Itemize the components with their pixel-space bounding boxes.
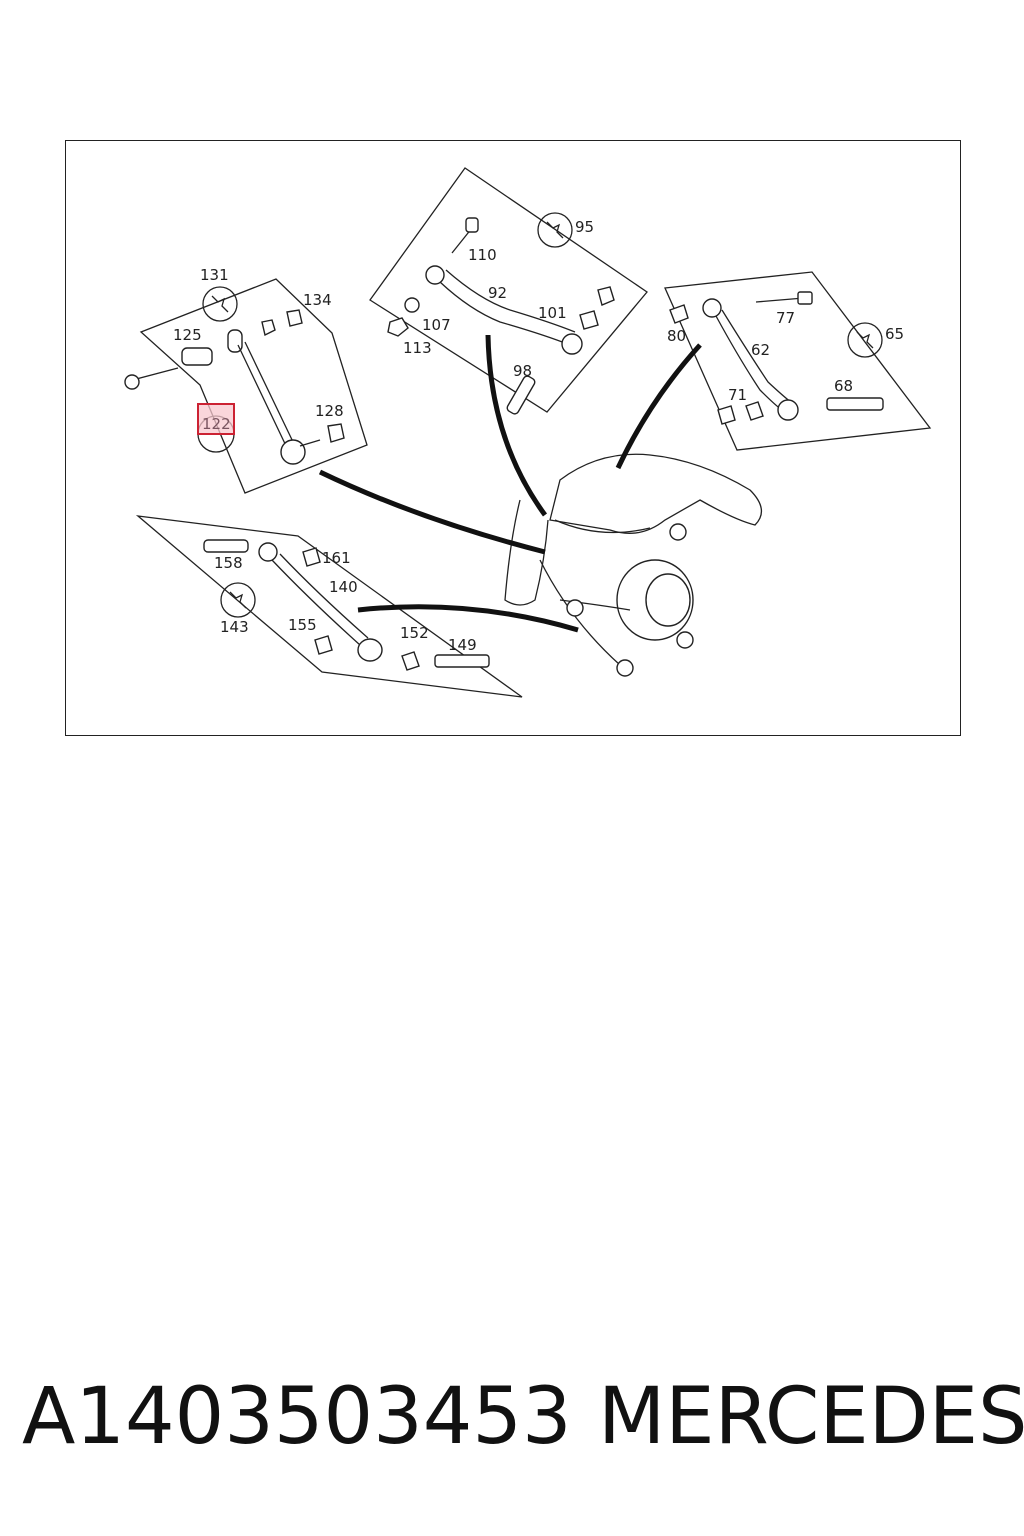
callout-71: 71	[728, 386, 747, 404]
wrench-icon	[202, 286, 238, 322]
panel-top-left	[139, 278, 368, 494]
stabilizer-link-assembly	[124, 309, 345, 465]
wrench-icon-143	[220, 582, 256, 618]
callout-77: 77	[776, 309, 795, 327]
arrow-from-top-left	[318, 469, 546, 555]
callout-110: 110	[468, 246, 497, 264]
arrow-from-top-right	[615, 343, 702, 470]
callout-140: 140	[329, 578, 358, 596]
panel-top-right	[664, 271, 932, 451]
panel-bottom-left	[135, 515, 523, 698]
callout-155: 155	[288, 616, 317, 634]
callout-122: 122	[202, 415, 231, 433]
wheel-carrier-assembly	[504, 453, 762, 677]
brand-name: MERCEDES	[598, 1372, 1024, 1462]
callout-80: 80	[667, 327, 686, 345]
wrench-icon-95	[537, 212, 573, 248]
callout-158: 158	[214, 554, 243, 572]
callout-152: 152	[400, 624, 429, 642]
control-arm-assembly	[387, 217, 615, 415]
callout-62: 62	[751, 341, 770, 359]
callout-161: 161	[322, 549, 351, 567]
wrench-glyph	[211, 295, 229, 313]
callout-65: 65	[885, 325, 904, 343]
parts-diagram: 131 134 125 128 122 110 95 92 101 107 11…	[124, 167, 932, 698]
highlight-box-122	[197, 403, 235, 435]
diagram-frame	[65, 140, 961, 736]
callout-98: 98	[513, 362, 532, 380]
callout-143: 143	[220, 618, 249, 636]
callout-149: 149	[448, 636, 477, 654]
arrow-from-top-center	[485, 334, 548, 517]
part-number: A1403503453	[22, 1372, 572, 1462]
wrench-icon-65	[847, 322, 883, 358]
callout-107: 107	[422, 316, 451, 334]
callout-128: 128	[315, 402, 344, 420]
panel-top-center	[369, 167, 648, 413]
callout-113: 113	[403, 339, 432, 357]
trailing-arm-assembly	[669, 291, 884, 425]
callout-131: 131	[200, 266, 229, 284]
callout-92: 92	[488, 284, 507, 302]
tie-rod-assembly	[203, 539, 490, 671]
callout-101: 101	[538, 304, 567, 322]
callout-134: 134	[303, 291, 332, 309]
callout-68: 68	[834, 377, 853, 395]
callout-125: 125	[173, 326, 202, 344]
arrow-from-bottom-left	[357, 604, 579, 633]
callout-95: 95	[575, 218, 594, 236]
